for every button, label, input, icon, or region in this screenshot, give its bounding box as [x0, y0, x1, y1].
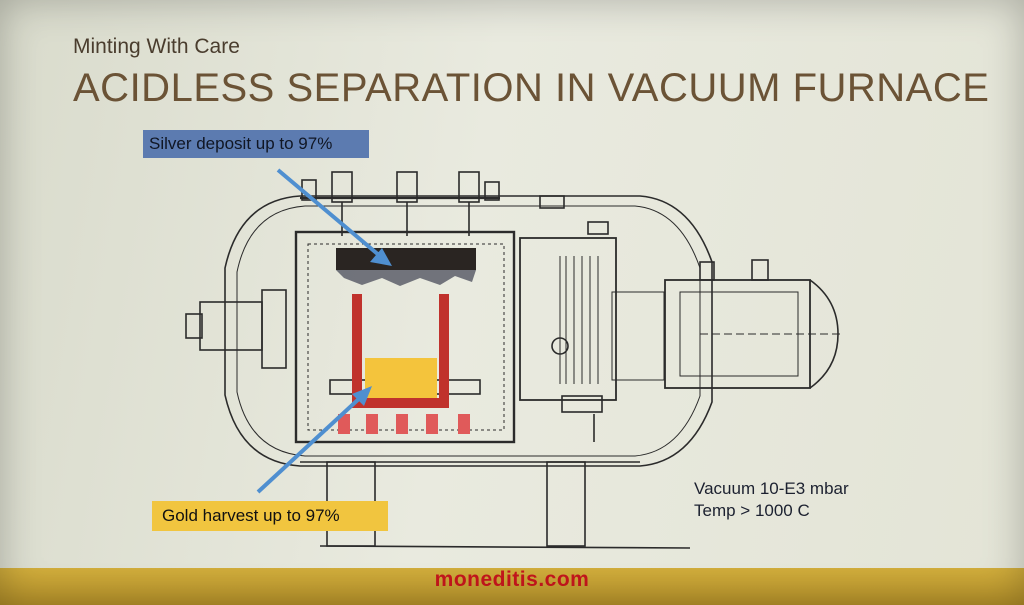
heat-exchanger: [519, 237, 617, 401]
crucible-left-wall: [352, 294, 362, 404]
crucible-right-wall: [439, 294, 449, 404]
heating-elements: [338, 414, 470, 434]
gold-arrow: [256, 394, 364, 494]
gold-melt: [365, 358, 437, 398]
silver-deposit-label: Silver deposit up to 97%: [143, 130, 369, 158]
door-housing: [199, 301, 263, 351]
vessel-shell: [224, 195, 713, 467]
gold-arrowhead: [352, 386, 372, 406]
watermark: moneditis.com: [434, 568, 590, 591]
slide-subtitle: Minting With Care: [73, 35, 240, 58]
gold-harvest-label: Gold harvest up to 97%: [152, 501, 388, 531]
silver-deposit-drips: [336, 270, 476, 286]
footer-band: [0, 568, 1024, 605]
specs-block: Vacuum 10-E3 mbar Temp > 1000 C: [694, 478, 849, 522]
temperature-spec: Temp > 1000 C: [694, 501, 810, 520]
support-leg-right: [546, 461, 586, 547]
crucible-base: [352, 398, 449, 408]
silver-arrowhead: [370, 248, 392, 266]
silver-deposit-plate: [336, 248, 476, 270]
slide-title: ACIDLESS SEPARATION IN VACUUM FURNACE: [73, 66, 990, 110]
vessel-inner-shell: [236, 205, 701, 457]
vacuum-spec: Vacuum 10-E3 mbar: [694, 479, 849, 498]
silver-arrow: [276, 168, 382, 258]
furnace-chamber: [294, 230, 516, 444]
